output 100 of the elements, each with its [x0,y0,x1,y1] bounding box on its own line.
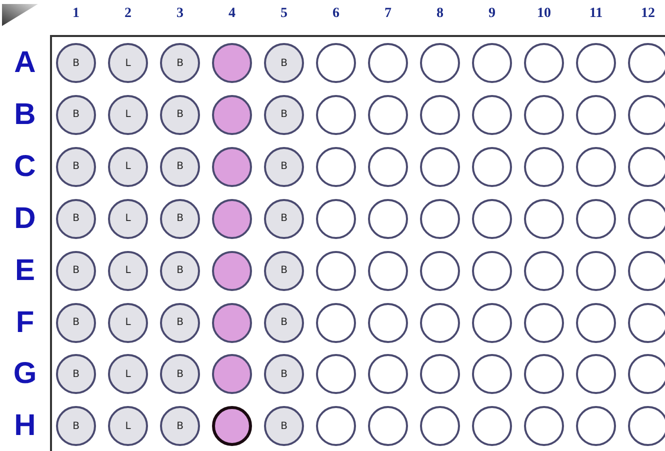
well [576,146,616,187]
row-letter: E [14,254,36,288]
well [472,43,512,83]
well [524,94,564,135]
well [212,94,252,135]
well [212,146,252,187]
well [472,146,512,187]
well: L [108,302,148,342]
well [316,406,356,446]
well [420,406,460,446]
well [420,302,460,342]
well [316,146,356,187]
well [316,94,356,135]
well [628,406,665,446]
well: L [108,43,148,83]
well [472,406,512,446]
row-letter: D [13,202,37,236]
well [576,354,616,394]
well [524,406,564,446]
well: B [264,198,304,239]
well: B [264,94,304,135]
row-letter: B [13,98,37,132]
column-number: 6 [332,6,340,22]
well [420,250,460,291]
well [368,198,408,239]
well [420,94,460,135]
well [628,198,665,239]
well [368,146,408,187]
well [420,146,460,187]
well [576,302,616,342]
row-letter: F [14,306,36,340]
well [316,302,356,342]
column-number: 12 [640,6,656,22]
well [420,354,460,394]
row-letter: G [12,357,38,392]
well: B [56,94,96,135]
column-number: 9 [488,6,496,22]
well: B [160,94,200,135]
well [368,354,408,394]
well: B [264,354,304,394]
well [628,354,665,394]
well: B [56,354,96,394]
well [212,250,252,291]
well [576,43,616,83]
well [472,250,512,291]
column-number: 4 [228,6,236,22]
well [628,43,665,83]
well: B [160,198,200,239]
well: B [160,250,200,291]
well [628,146,665,187]
well [212,198,252,239]
well [472,94,512,135]
well [472,198,512,239]
well [472,354,512,394]
well: B [160,302,200,342]
well [628,302,665,342]
column-number: 7 [384,6,392,22]
well [316,354,356,394]
well: B [56,250,96,291]
well [576,250,616,291]
well [368,406,408,446]
well: L [108,250,148,291]
well: L [108,94,148,135]
well [420,198,460,239]
well: B [56,146,96,187]
row-letter: H [13,409,37,444]
well [576,198,616,239]
row-letter: A [13,46,37,80]
column-number: 11 [588,6,604,22]
well: B [264,302,304,342]
column-number: 5 [280,6,288,22]
well [212,354,252,394]
well [576,406,616,446]
well [368,250,408,291]
well: L [108,146,148,187]
well: B [56,302,96,342]
well: L [108,354,148,394]
well [524,302,564,342]
column-number: 10 [536,6,552,22]
well [368,43,408,83]
column-number: 3 [176,6,184,22]
well [524,43,564,83]
well: B [264,146,304,187]
well: B [264,250,304,291]
well [316,198,356,239]
well [472,302,512,342]
column-number: 1 [72,6,80,22]
row-letter: C [13,150,37,184]
well [212,406,252,446]
well [524,146,564,187]
well: L [108,198,148,239]
column-number: 2 [124,6,132,22]
well: B [264,43,304,83]
well [316,250,356,291]
well: B [56,406,96,446]
well: B [264,406,304,446]
well [420,43,460,83]
well: B [56,198,96,239]
well: L [108,406,148,446]
well: B [160,354,200,394]
